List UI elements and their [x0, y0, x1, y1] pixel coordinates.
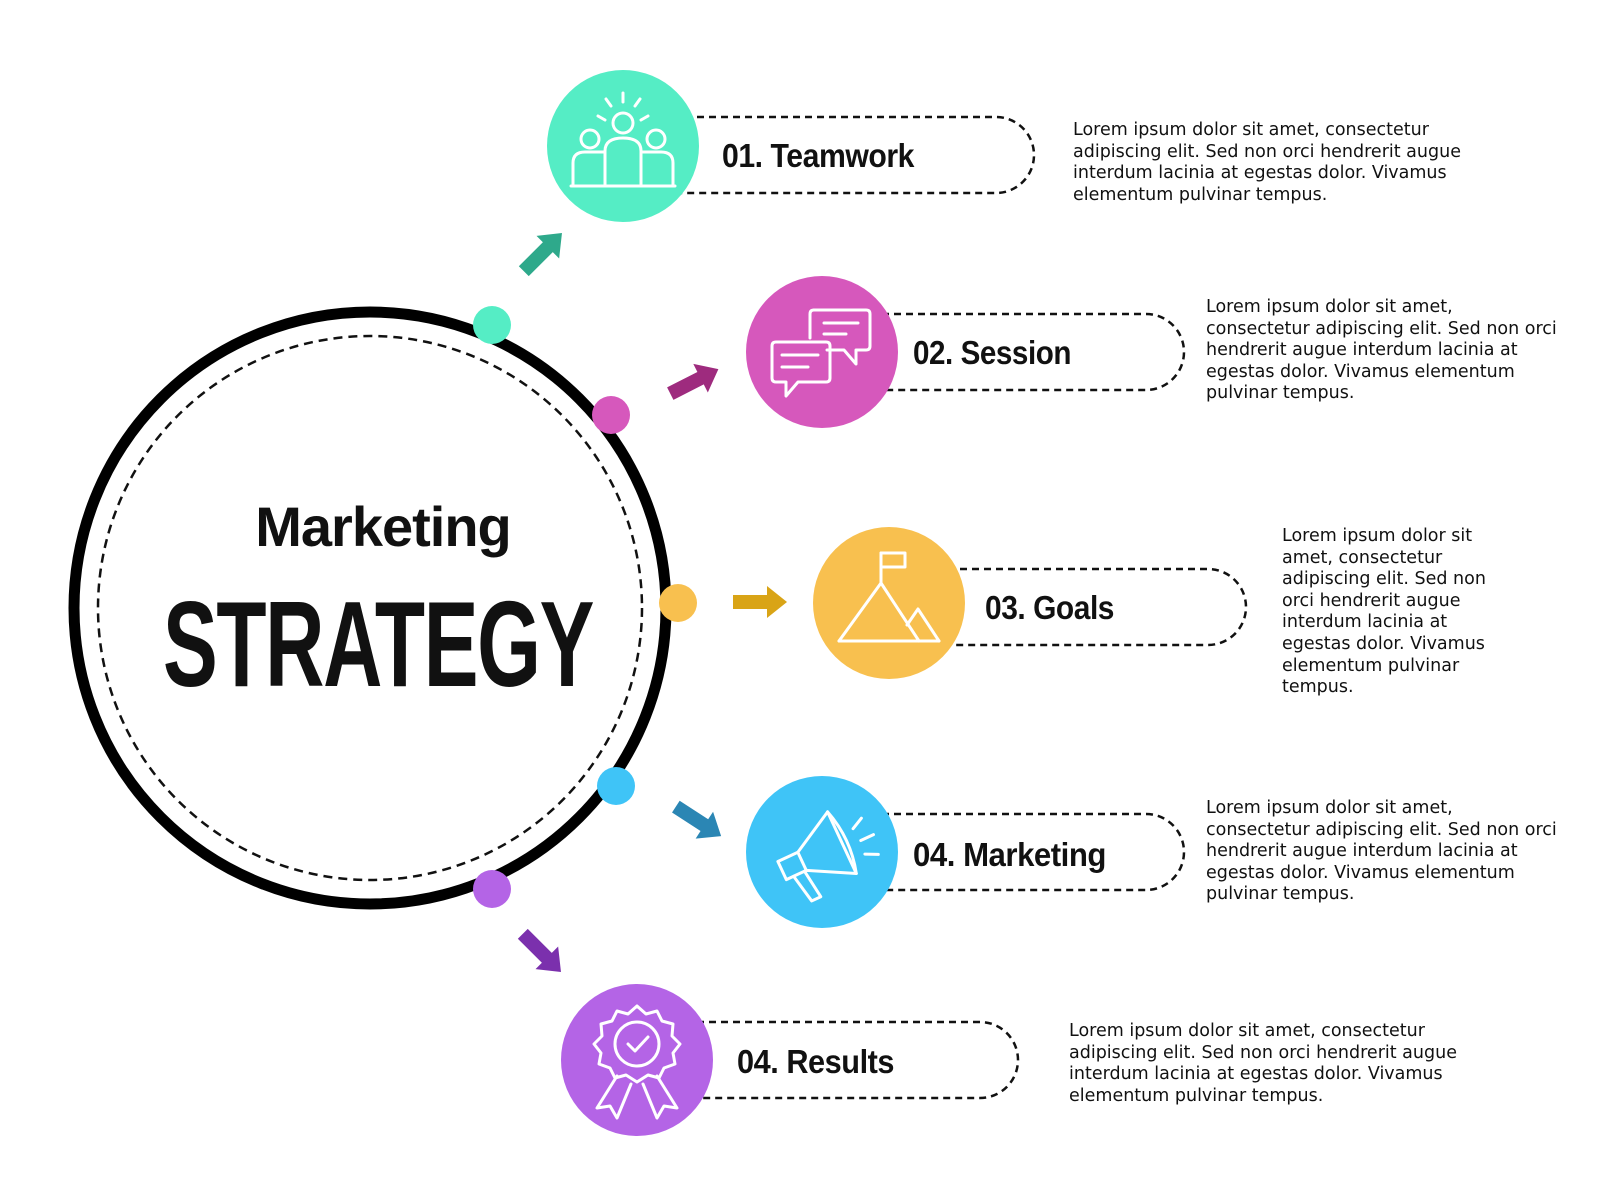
step-label-session: 02. Session: [913, 334, 1071, 371]
title-marketing: Marketing: [255, 495, 511, 558]
step-label-teamwork: 01. Teamwork: [722, 137, 915, 174]
ring-dot-goals: [659, 584, 697, 622]
description-session: Lorem ipsum dolor sit amet, consectetur …: [1206, 297, 1557, 404]
label-pill-teamwork: [625, 115, 1036, 195]
chat-bubbles-icon: [770, 308, 872, 398]
step-results: 04. Results: [561, 984, 1020, 1136]
ring-dot-session: [592, 396, 630, 434]
step-label-results: 04. Results: [737, 1043, 894, 1080]
label-pill-goals: [888, 567, 1248, 647]
mountain-flag-icon: [837, 551, 941, 643]
icon-circle-results: [561, 984, 713, 1136]
ring-dot-teamwork: [473, 306, 511, 344]
label-pill-results: [637, 1020, 1020, 1100]
label-pill-session: [822, 312, 1186, 392]
step-label-goals: 03. Goals: [985, 589, 1114, 626]
arrow-results: [517, 928, 561, 972]
arrow-session: [667, 363, 719, 400]
icon-circle-teamwork: [547, 70, 699, 222]
megaphone-icon: [776, 810, 880, 903]
step-goals: 03. Goals: [813, 527, 1248, 679]
description-marketing: Lorem ipsum dolor sit amet, consectetur …: [1206, 798, 1557, 905]
award-badge-icon: [592, 1004, 682, 1120]
ring-dot-marketing: [597, 767, 635, 805]
step-label-marketing: 04. Marketing: [913, 836, 1106, 873]
main-circle-dashed-ring: [96, 334, 644, 882]
step-marketing: 04. Marketing: [746, 776, 1186, 928]
teamwork-icon: [569, 91, 677, 188]
icon-circle-marketing: [746, 776, 898, 928]
step-session: 02. Session: [746, 276, 1186, 428]
icon-circle-goals: [813, 527, 965, 679]
arrow-teamwork: [518, 233, 562, 277]
ring-dot-results: [473, 870, 511, 908]
arrow-marketing: [672, 800, 722, 839]
title-strategy: STRATEGY: [163, 576, 593, 712]
icon-circle-session: [746, 276, 898, 428]
description-goals: Lorem ipsum dolor sit amet, consectetur …: [1282, 526, 1486, 698]
arrow-goals: [733, 586, 787, 618]
description-results: Lorem ipsum dolor sit amet, consectetur …: [1069, 1021, 1457, 1106]
step-teamwork: 01. Teamwork: [547, 70, 1036, 222]
label-pill-marketing: [822, 812, 1186, 892]
description-teamwork: Lorem ipsum dolor sit amet, consectetur …: [1073, 120, 1461, 205]
